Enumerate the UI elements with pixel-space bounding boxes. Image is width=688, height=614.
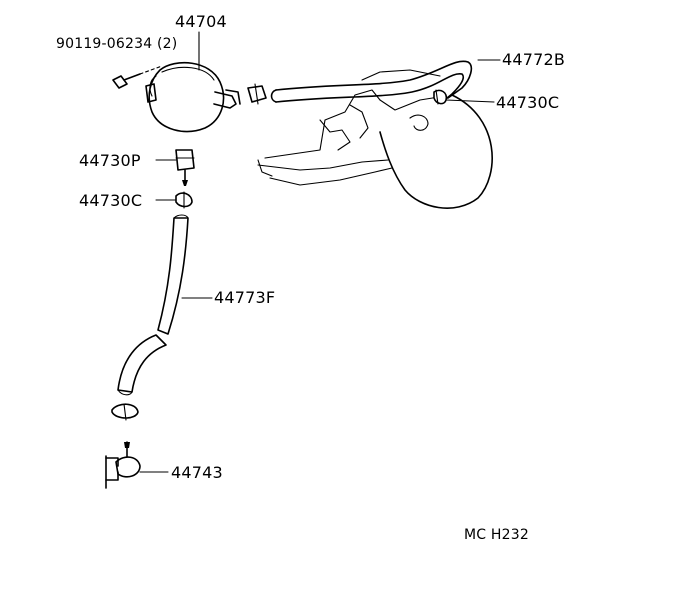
- hose-44773F: [117, 214, 189, 396]
- leader-44730C-upper: [445, 99, 495, 103]
- diagram-code: MC H232: [464, 527, 529, 543]
- part-label-90119-06234: 90119-06234 (2): [56, 36, 178, 52]
- part-label-44730P: 44730P: [79, 151, 141, 170]
- bolt-90119: [112, 65, 163, 89]
- part-label-44772B: 44772B: [502, 50, 566, 69]
- part-label-44730C-upper: 44730C: [496, 93, 560, 112]
- plug-44730P: [175, 149, 195, 186]
- hose-44772B: [247, 60, 473, 105]
- clamp-bottom: [111, 403, 139, 421]
- clamp-upper-44730C: [433, 89, 448, 105]
- valve-44743: [105, 441, 141, 489]
- reservoir-44704: [145, 62, 241, 133]
- clamp-lower-44730C: [175, 191, 193, 209]
- part-label-44730C-lower: 44730C: [79, 191, 143, 210]
- leader-lines: [139, 31, 501, 473]
- part-label-44773F: 44773F: [214, 288, 276, 307]
- part-label-44704: 44704: [175, 12, 227, 31]
- part-label-44743: 44743: [171, 463, 223, 482]
- booster-assembly: [257, 69, 493, 209]
